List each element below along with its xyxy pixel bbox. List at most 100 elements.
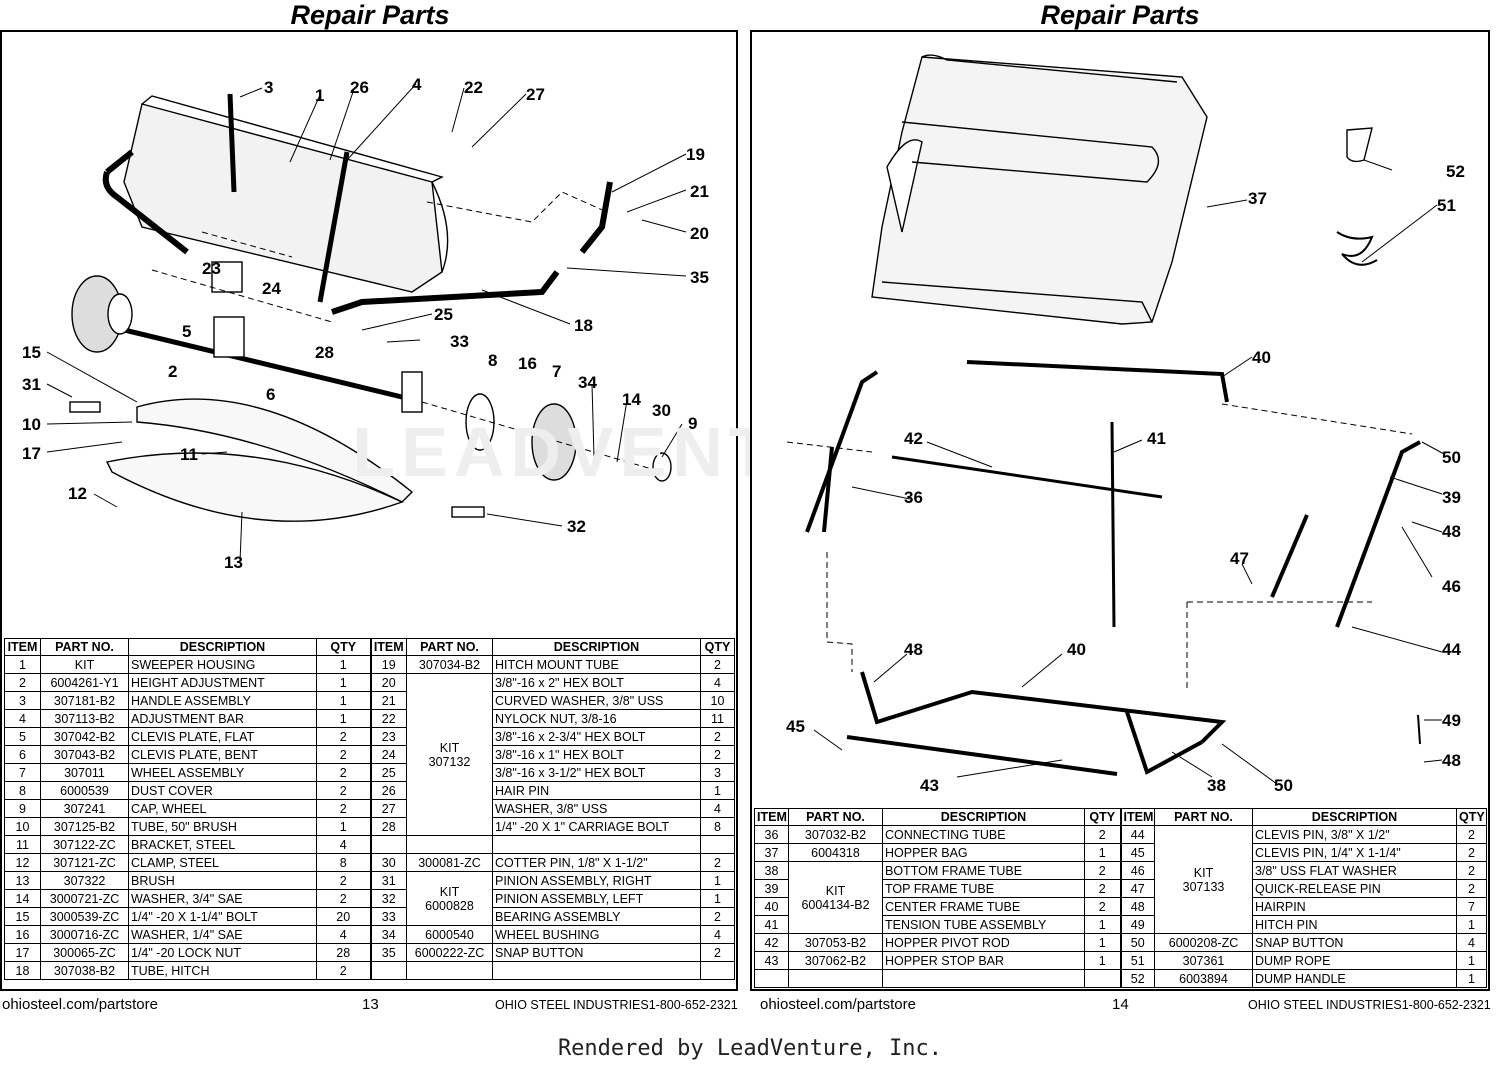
cell-desc: ADJUSTMENT BAR — [128, 709, 317, 728]
cell-desc: SWEEPER HOUSING — [128, 655, 317, 674]
cell-item: 37 — [754, 843, 789, 862]
cell-part: 307122-ZC — [40, 835, 129, 854]
cell-qty: 2 — [1084, 825, 1121, 844]
cell-desc: PINION ASSEMBLY, RIGHT — [492, 871, 701, 890]
callout: 6 — [266, 385, 275, 404]
cell-qty: 1 — [700, 889, 735, 908]
cell-part: 6000540 — [406, 925, 493, 944]
cell-item: 3 — [4, 691, 41, 710]
cell-part: 307322 — [40, 871, 129, 890]
cell-desc: WASHER, 3/4" SAE — [128, 889, 317, 908]
cell-desc: TOP FRAME TUBE — [882, 879, 1085, 898]
callout: 42 — [904, 429, 923, 448]
cell-desc: CLAMP, STEEL — [128, 853, 317, 872]
right-page-title: Repair Parts — [1040, 0, 1200, 30]
cell-qty: 1 — [316, 655, 371, 674]
cell-qty: 2 — [700, 655, 735, 674]
cell-item: 50 — [1119, 933, 1155, 952]
callout: 13 — [224, 553, 243, 572]
callout: 28 — [315, 343, 334, 362]
rendered-by: Rendered by LeadVenture, Inc. — [557, 1036, 943, 1061]
cell-desc: HITCH MOUNT TUBE — [492, 655, 701, 674]
cell-item: 44 — [1119, 825, 1155, 844]
cell-item: 47 — [1119, 879, 1155, 898]
cell-item: 45 — [1119, 843, 1155, 862]
hopper-exploded-diagram: 52 37 51 40 41 42 36 50 39 48 47 46 44 4… — [786, 54, 1465, 795]
cell-desc: WHEEL BUSHING — [492, 925, 701, 944]
cell-item: 15 — [4, 907, 41, 926]
col-qty: QTY — [1084, 808, 1121, 826]
right-footer-url[interactable]: ohiosteel.com/partstore — [760, 996, 916, 1013]
left-panel: 3 1 26 4 22 27 19 21 20 35 18 25 23 24 5… — [0, 30, 937, 991]
cell-item — [369, 961, 407, 980]
cell-part: 307042-B2 — [40, 727, 129, 746]
kit-number: 6004134-B2 — [801, 897, 870, 912]
cell-item: 6 — [4, 745, 41, 764]
cell-item: 18 — [4, 961, 41, 980]
cell-qty: 4 — [700, 673, 735, 692]
cell-desc: CLEVIS PLATE, BENT — [128, 745, 317, 764]
cell-qty: 1 — [1456, 951, 1487, 970]
cell-desc: TUBE, 50" BRUSH — [128, 817, 317, 836]
cell-desc: SNAP BUTTON — [1252, 933, 1457, 952]
cell-part: 3000716-ZC — [40, 925, 129, 944]
cell-part: 6003894 — [1154, 969, 1253, 988]
callout: 48 — [1442, 751, 1461, 770]
col-item: ITEM — [1119, 808, 1155, 826]
col-part: PART NO. — [40, 638, 129, 656]
cell-item — [369, 835, 407, 854]
col-item: ITEM — [369, 638, 407, 656]
right-page-number: 14 — [1112, 996, 1129, 1013]
cell-desc: BOTTOM FRAME TUBE — [882, 861, 1085, 880]
callout: 16 — [518, 354, 537, 373]
kit-number: 307132 — [428, 754, 471, 769]
cell-desc: DUST COVER — [128, 781, 317, 800]
cell-qty: 2 — [316, 763, 371, 782]
callout: 39 — [1442, 488, 1461, 507]
cell-item: 33 — [369, 907, 407, 926]
cell-part — [788, 969, 883, 988]
cell-part: 6000539 — [40, 781, 129, 800]
right-callouts: 52 37 51 40 41 42 36 50 39 48 47 46 44 4… — [786, 162, 1465, 795]
cell-item: 1 — [4, 655, 41, 674]
cell-qty: 20 — [316, 907, 371, 926]
kit-label: KIT — [439, 740, 460, 755]
callout: 34 — [578, 373, 597, 392]
callout: 46 — [1442, 577, 1461, 596]
kit-number: 6000828 — [425, 898, 474, 913]
callout: 18 — [574, 316, 593, 335]
callout: 1 — [315, 86, 324, 105]
cell-item: 32 — [369, 889, 407, 908]
col-desc: DESCRIPTION — [882, 808, 1085, 826]
cell-item: 24 — [369, 745, 407, 764]
cell-desc: 1/4" -20 X 1" CARRIAGE BOLT — [492, 817, 701, 836]
col-item: ITEM — [4, 638, 41, 656]
callout: 40 — [1067, 640, 1086, 659]
callout: 51 — [1437, 196, 1456, 215]
cell-desc: BRUSH — [128, 871, 317, 890]
cell-item: 23 — [369, 727, 407, 746]
cell-qty: 2 — [1084, 879, 1121, 898]
callout: 40 — [1252, 348, 1271, 367]
cell-item: 31 — [369, 871, 407, 890]
cell-qty: 2 — [1456, 879, 1487, 898]
cell-part: 6004261-Y1 — [40, 673, 129, 692]
cell-desc: 3/8"-16 x 1" HEX BOLT — [492, 745, 701, 764]
left-footer-url[interactable]: ohiosteel.com/partstore — [2, 996, 158, 1013]
cell-qty: 8 — [700, 817, 735, 836]
cell-item: 12 — [4, 853, 41, 872]
callout: 45 — [786, 717, 805, 736]
cell-qty: 10 — [700, 691, 735, 710]
